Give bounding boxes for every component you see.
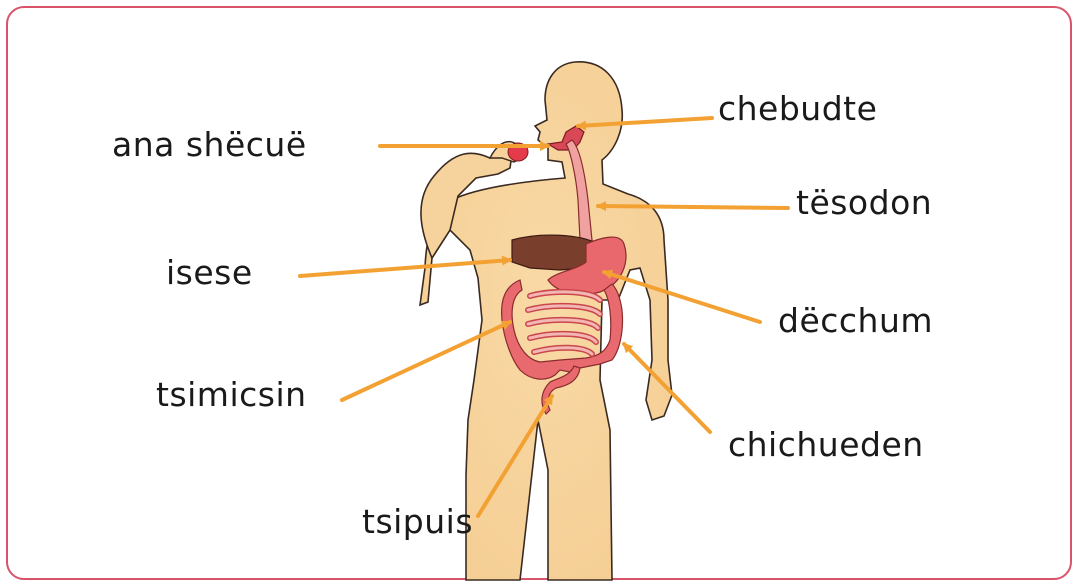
label-pharynx: chebudte: [718, 92, 877, 125]
label-mouth: ana shëcuë: [112, 128, 307, 161]
label-esophagus: tësodon: [796, 186, 932, 219]
label-stomach: dëcchum: [778, 304, 933, 337]
arrow-stomach: [604, 272, 760, 322]
label-small-intestine: tsimicsin: [156, 378, 307, 411]
label-rectum: tsipuis: [362, 505, 473, 538]
arrow-esophagus: [598, 206, 788, 208]
label-liver: isese: [166, 256, 253, 289]
label-large-intestine: chichueden: [728, 428, 924, 461]
